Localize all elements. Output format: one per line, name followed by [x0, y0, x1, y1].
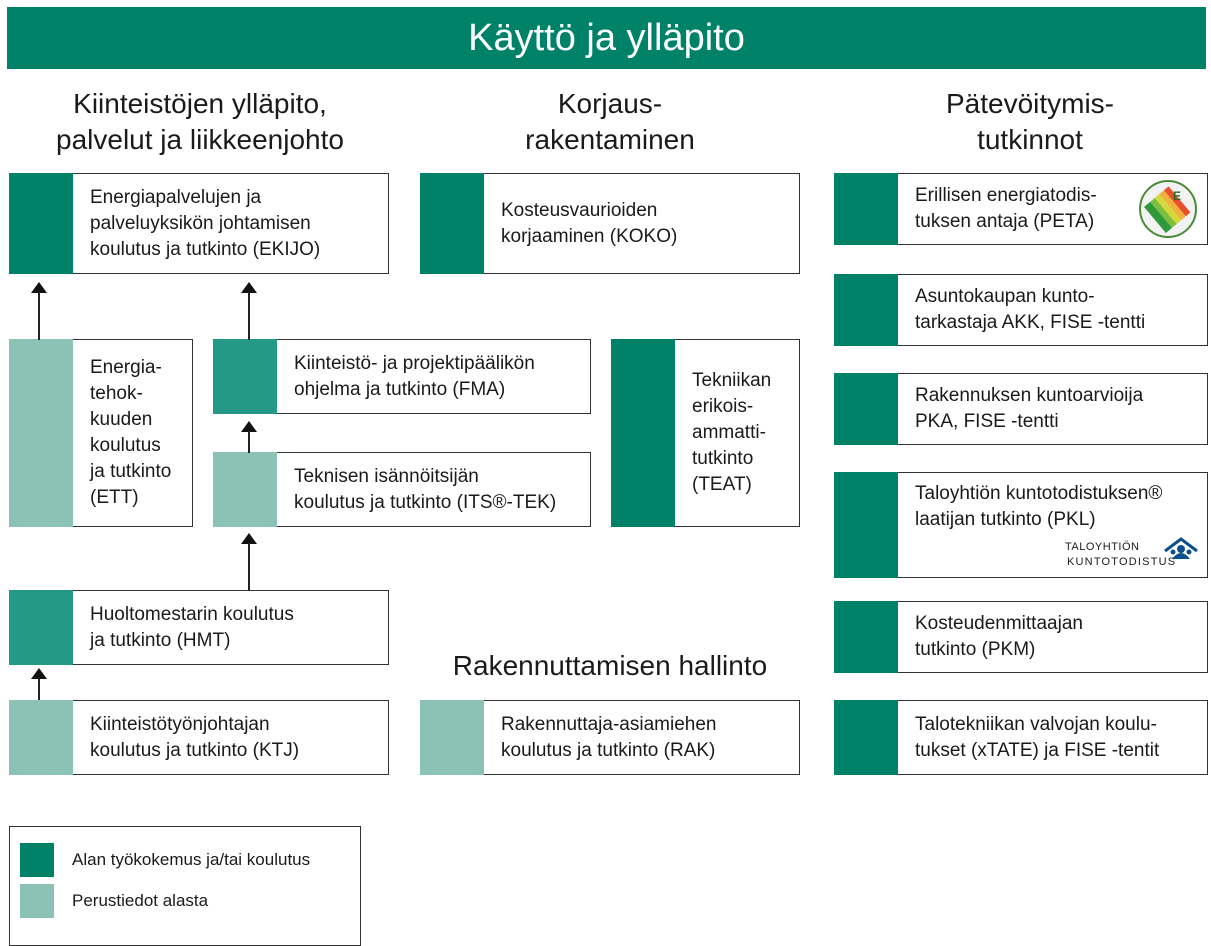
svg-text:E: E	[1173, 189, 1181, 203]
legend: Alan työkokemus ja/tai koulutus Perustie…	[9, 826, 361, 946]
swatch-dark	[834, 472, 898, 578]
box-label: Kosteudenmittaajan tutkinto (PKM)	[915, 613, 1083, 660]
legend-label-dark: Alan työkokemus ja/tai koulutus	[72, 850, 311, 869]
heading-korjausrakentaminen: Korjaus- rakentaminen	[525, 88, 695, 155]
arrow-head	[31, 282, 47, 293]
box-label: Kosteusvaurioiden korjaaminen (KOKO)	[501, 199, 678, 247]
arrow-shaft	[38, 292, 40, 340]
arrow-head	[241, 533, 257, 544]
box-label: Talotekniikan valvojan koulu- tukset (xT…	[915, 713, 1160, 761]
box-label: Huoltomestarin koulutus ja tutkinto (HMT…	[90, 603, 294, 651]
energy-certificate-icon: E	[1139, 180, 1197, 238]
box-koko: Kosteusvaurioiden korjaaminen (KOKO)	[420, 173, 800, 274]
box-hmt: Huoltomestarin koulutus ja tutkinto (HMT…	[9, 590, 389, 665]
box-peta: Erillisen energiatodis- tuksen antaja (P…	[834, 173, 1208, 245]
page-title-banner: Käyttö ja ylläpito	[7, 7, 1206, 69]
logo-line2: KUNTOTODISTUS	[1067, 556, 1177, 568]
box-label: Tekniikan erikois- ammatti- tutkinto (TE…	[692, 370, 772, 495]
arrow-head	[31, 668, 47, 679]
swatch-dark	[834, 274, 898, 346]
box-label: Energiapalvelujen ja palveluyksikön joht…	[90, 186, 321, 260]
heading-patevoitymistutkinnot: Pätevöitymis- tutkinnot	[945, 88, 1115, 155]
legend-swatch-light	[20, 884, 54, 918]
heading-kiinteistojen-yllapito: Kiinteistöjen ylläpito, palvelut ja liik…	[56, 88, 344, 155]
arrow-head	[241, 282, 257, 293]
legend-swatch-dark	[20, 843, 54, 877]
logo-line1: TALOYHTIÖN	[1065, 541, 1140, 553]
arrow-shaft	[248, 431, 250, 453]
swatch-dark	[834, 173, 898, 245]
legend-label-light: Perustiedot alasta	[72, 891, 209, 910]
legend-item-light: Perustiedot alasta	[20, 884, 208, 918]
box-fma: Kiinteistö- ja projektipäälikön ohjelma …	[213, 339, 591, 414]
swatch-light	[9, 339, 73, 527]
house-people-icon	[1164, 537, 1198, 559]
kuntotodistus-logo: TALOYHTIÖN KUNTOTODISTUS	[1065, 537, 1207, 571]
box-label: Taloyhtiön kuntotodistuksen® laatijan tu…	[915, 483, 1163, 530]
swatch-dark	[9, 173, 73, 274]
box-pkl: Taloyhtiön kuntotodistuksen® laatijan tu…	[834, 472, 1208, 578]
swatch-light	[9, 700, 73, 775]
page-title: Käyttö ja ylläpito	[468, 16, 745, 59]
legend-item-dark: Alan työkokemus ja/tai koulutus	[20, 843, 310, 877]
box-its: Teknisen isännöitsijän koulutus ja tutki…	[213, 452, 591, 527]
swatch-dark	[834, 373, 898, 445]
box-label: Rakennuksen kuntoarvioija PKA, FISE -ten…	[915, 385, 1144, 432]
box-label: Kiinteistötyönjohtajan koulutus ja tutki…	[90, 713, 300, 761]
swatch-light	[420, 700, 484, 775]
box-label: Teknisen isännöitsijän koulutus ja tutki…	[294, 465, 557, 513]
box-ekijo: Energiapalvelujen ja palveluyksikön joht…	[9, 173, 389, 274]
box-label: Kiinteistö- ja projektipäälikön ohjelma …	[294, 352, 535, 400]
swatch-light	[213, 452, 277, 527]
arrow-shaft	[248, 292, 250, 340]
swatch-dark	[420, 173, 484, 274]
box-label: Rakennuttaja-asiamiehen koulutus ja tutk…	[501, 713, 717, 761]
box-label: Energia- tehok- kuuden koulutus ja tutki…	[90, 357, 172, 508]
swatch-dark	[834, 700, 898, 775]
swatch-dark	[611, 339, 675, 527]
arrow-head	[241, 421, 257, 432]
heading-rakennuttamisen-hallinto: Rakennuttamisen hallinto	[452, 650, 768, 681]
arrow-shaft	[38, 678, 40, 700]
box-label: Erillisen energiatodis- tuksen antaja (P…	[915, 185, 1097, 232]
swatch-medium	[213, 339, 277, 414]
box-rak: Rakennuttaja-asiamiehen koulutus ja tutk…	[420, 700, 800, 775]
swatch-medium	[9, 590, 73, 665]
box-pka: Rakennuksen kuntoarvioija PKA, FISE -ten…	[834, 373, 1208, 445]
box-ett: Energia- tehok- kuuden koulutus ja tutki…	[9, 339, 193, 527]
box-xtate: Talotekniikan valvojan koulu- tukset (xT…	[834, 700, 1208, 775]
box-akk: Asuntokaupan kunto- tarkastaja AKK, FISE…	[834, 274, 1208, 346]
swatch-dark	[834, 601, 898, 673]
box-ktj: Kiinteistötyönjohtajan koulutus ja tutki…	[9, 700, 389, 775]
box-pkm: Kosteudenmittaajan tutkinto (PKM)	[834, 601, 1208, 673]
box-teat: Tekniikan erikois- ammatti- tutkinto (TE…	[611, 339, 800, 527]
box-label: Asuntokaupan kunto- tarkastaja AKK, FISE…	[915, 286, 1146, 333]
arrow-shaft	[248, 543, 250, 591]
